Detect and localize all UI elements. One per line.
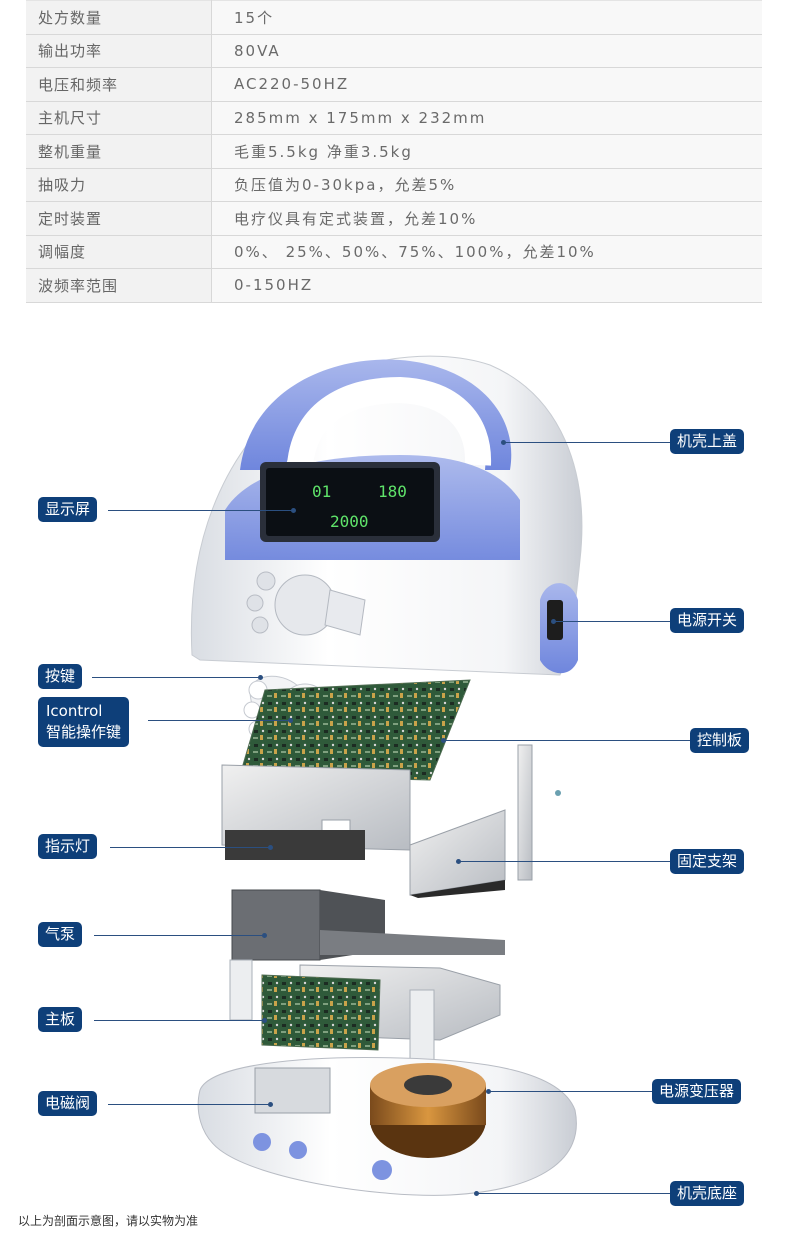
footnote: 以上为剖面示意图，请以实物为准 (18, 1214, 199, 1228)
label-control-board: 控制板 (690, 728, 750, 753)
icontrol-dot (288, 718, 293, 723)
spec-key: 调幅度 (26, 235, 212, 269)
label-icontrol-line2: 智能操作键 (46, 723, 122, 741)
label-bracket: 固定支架 (670, 849, 745, 874)
screen-leader (108, 510, 293, 511)
indicator-leader (110, 847, 270, 848)
buttons-dot (258, 675, 263, 680)
indicator-dot (268, 845, 273, 850)
spec-row: 整机重量毛重5.5kg 净重3.5kg (26, 134, 762, 169)
indicator-lights (225, 830, 365, 860)
icontrol-leader (148, 720, 290, 721)
air-pump-leader (94, 935, 264, 936)
main-board (229, 959, 501, 1061)
top-cover-leader (505, 442, 670, 443)
spec-key: 电压和频率 (26, 67, 212, 102)
spec-value: 0-150HZ (211, 268, 762, 303)
solenoid-leader (108, 1104, 270, 1105)
exploded-device-illustration: 01 180 2000 (190, 355, 583, 1196)
solenoid-dot (268, 1102, 273, 1107)
spec-key: 抽吸力 (26, 168, 212, 202)
label-buttons: 按键 (38, 664, 83, 689)
transformer-dot (486, 1089, 491, 1094)
fixed-bracket (517, 744, 533, 881)
metal-frame (221, 744, 561, 898)
display-center-number: 2000 (330, 512, 369, 531)
label-air-pump: 气泵 (38, 922, 83, 947)
solenoid-valve (254, 1067, 331, 1114)
label-top-cover: 机壳上盖 (670, 429, 745, 454)
spec-key: 整机重量 (26, 134, 212, 169)
top-cover-dot (501, 440, 506, 445)
label-main-board: 主板 (38, 1007, 83, 1032)
label-screen: 显示屏 (38, 497, 98, 522)
spec-value: 电疗仪具有定式装置，允差10% (211, 201, 762, 236)
transformer-leader (490, 1091, 655, 1092)
spec-value: AC220-50HZ (211, 67, 762, 102)
buttons-leader (92, 677, 260, 678)
spec-key: 定时装置 (26, 201, 212, 236)
control-board-dot (441, 738, 446, 743)
spec-row: 定时装置电疗仪具有定式装置，允差10% (26, 201, 762, 236)
spec-key: 处方数量 (26, 0, 212, 35)
spec-value: 80VA (211, 34, 762, 68)
spec-key: 波频率范围 (26, 268, 212, 303)
label-icontrol-line1: Icontrol (46, 702, 103, 720)
display-right-number: 180 (378, 482, 407, 501)
base-dot (474, 1191, 479, 1196)
spec-value: 毛重5.5kg 净重3.5kg (211, 134, 762, 169)
power-switch-dot (551, 619, 556, 624)
label-base: 机壳底座 (670, 1181, 745, 1206)
main-board-leader (94, 1020, 264, 1021)
spec-value: 15个 (211, 0, 762, 35)
label-power-switch: 电源开关 (670, 608, 745, 633)
air-pump (231, 889, 505, 961)
base-leader (478, 1193, 670, 1194)
label-icontrol: Icontrol 智能操作键 (38, 697, 130, 747)
label-transformer: 电源变压器 (652, 1079, 742, 1104)
display-screen: 01 180 2000 (260, 462, 440, 542)
control-board (239, 679, 471, 781)
spec-value: 0%、 25%、50%、75%、100%，允差10% (211, 235, 762, 269)
main-board-dot (262, 1018, 267, 1023)
label-solenoid: 电磁阀 (38, 1091, 98, 1116)
spec-key: 输出功率 (26, 34, 212, 68)
spec-row: 抽吸力负压值为0-30kpa，允差5% (26, 168, 762, 202)
bracket-leader (460, 861, 670, 862)
air-pump-dot (262, 933, 267, 938)
label-indicator: 指示灯 (38, 834, 98, 859)
display-left-number: 01 (312, 482, 331, 501)
bracket-dot (456, 859, 461, 864)
shell-base (197, 1056, 577, 1196)
power-switch-leader (555, 621, 670, 622)
control-board-leader (445, 740, 690, 741)
screen-dot (291, 508, 296, 513)
spec-value: 负压值为0-30kpa，允差5% (211, 168, 762, 202)
spec-key: 主机尺寸 (26, 101, 212, 135)
spec-value: 285mm x 175mm x 232mm (211, 101, 762, 135)
power-transformer (370, 1063, 486, 1158)
